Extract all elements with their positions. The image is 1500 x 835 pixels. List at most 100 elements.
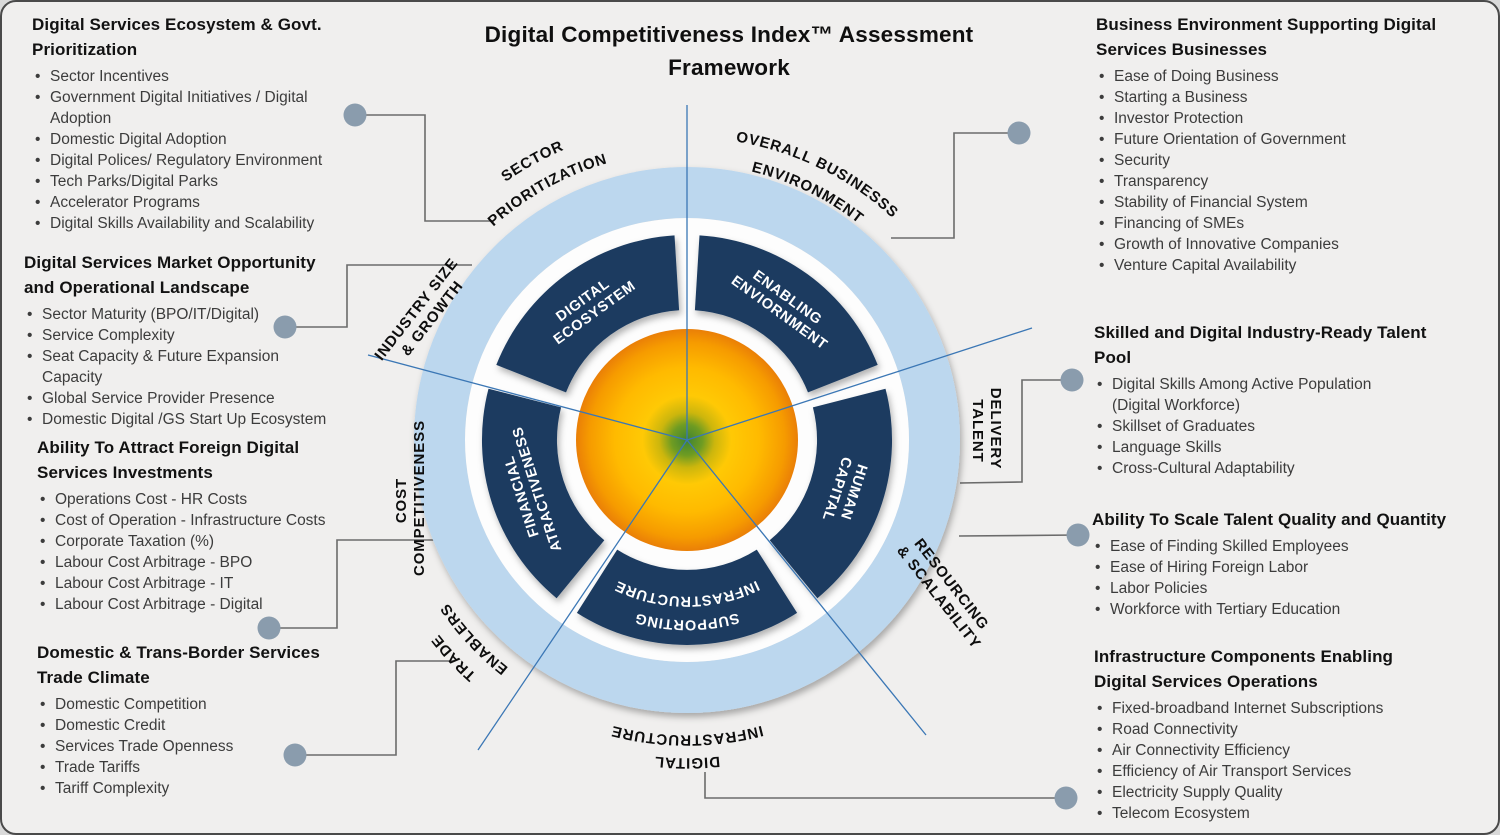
callout-list: Sector Maturity (BPO/IT/Digital) Service… [24, 304, 384, 430]
list-item: Government Digital Initiatives / Digital… [32, 87, 392, 129]
list-item: Fixed-broadband Internet Subscriptions [1094, 698, 1494, 719]
list-item: Domestic Credit [37, 715, 387, 736]
connector-line [891, 132, 1019, 239]
ring-label-digital-infrastructure: DIGITAL [653, 753, 720, 772]
connector-dot [257, 616, 281, 640]
callout-list: Operations Cost - HR Costs Cost of Opera… [37, 489, 397, 615]
list-item: Sector Incentives [32, 66, 392, 87]
spoke-line [367, 354, 688, 441]
connector-dot [1066, 523, 1090, 547]
connector-line [959, 379, 1072, 484]
list-item: Ease of Finding Skilled Employees [1092, 536, 1497, 557]
spoke-line [686, 327, 1033, 441]
list-item: Trade Tariffs [37, 757, 387, 778]
list-item: Future Orientation of Government [1096, 129, 1491, 150]
list-item: Labour Cost Arbitrage - IT [37, 573, 397, 594]
pillar-segments [481, 235, 893, 645]
callout-list: Domestic Competition Domestic Credit Ser… [37, 694, 387, 799]
ring-label-line: COST [393, 478, 410, 523]
list-item: Investor Protection [1096, 108, 1491, 129]
list-item: Starting a Business [1096, 87, 1491, 108]
callout-heading: Infrastructure Components Enabling Digit… [1094, 647, 1394, 691]
callout-market-opportunity: Digital Services Market Opportunity and … [24, 250, 384, 430]
list-item: Digital Skills Among Active Population (… [1094, 374, 1494, 416]
list-item: Accelerator Programs [32, 192, 392, 213]
callout-business-environment: Business Environment Supporting Digital … [1096, 12, 1491, 276]
list-item: Security [1096, 150, 1491, 171]
callout-heading: Digital Services Market Opportunity and … [24, 253, 316, 297]
list-item: Workforce with Tertiary Education [1092, 599, 1497, 620]
list-item: Tariff Complexity [37, 778, 387, 799]
callout-infrastructure-components: Infrastructure Components Enabling Digit… [1094, 644, 1494, 824]
callout-list: Digital Skills Among Active Population (… [1094, 374, 1494, 479]
list-item: Service Complexity [24, 325, 384, 346]
list-item: Language Skills [1094, 437, 1494, 458]
list-item: Digital Polices/ Regulatory Environment [32, 150, 392, 171]
page-title: Digital Competitiveness Index™ Assessmen… [484, 22, 974, 80]
list-item: Corporate Taxation (%) [37, 531, 397, 552]
connector-line [958, 534, 1079, 537]
ring-label-digital-infrastructure-2: INFRASTRUCTURE [609, 722, 765, 748]
callout-scale-talent: Ability To Scale Talent Quality and Quan… [1092, 507, 1497, 620]
list-item: Telecom Ecosystem [1094, 803, 1494, 824]
segment-label-line: SUPPORTING [633, 609, 740, 632]
list-item: Domestic Digital /GS Start Up Ecosystem [24, 409, 384, 430]
list-item: Domestic Digital Adoption [32, 129, 392, 150]
ring-label-line: TALENT [969, 399, 986, 462]
connector-dot [1007, 121, 1031, 145]
callout-heading: Skilled and Digital Industry-Ready Talen… [1094, 323, 1427, 367]
connector-dot [1054, 786, 1078, 810]
list-item: Tech Parks/Digital Parks [32, 171, 392, 192]
callout-list: Fixed-broadband Internet Subscriptions R… [1094, 698, 1494, 824]
list-item: Labor Policies [1092, 578, 1497, 599]
list-item: Ease of Hiring Foreign Labor [1092, 557, 1497, 578]
list-item: Electricity Supply Quality [1094, 782, 1494, 803]
callout-heading: Ability To Scale Talent Quality and Quan… [1092, 510, 1447, 529]
list-item: Labour Cost Arbitrage - BPO [37, 552, 397, 573]
connector-dot [1060, 368, 1084, 392]
list-item: Efficiency of Air Transport Services [1094, 761, 1494, 782]
list-item: Services Trade Openness [37, 736, 387, 757]
ring-label-cost-competitiveness: COST COMPETITIVENESS [393, 420, 428, 576]
ring-label-line: DELIVERY [987, 388, 1004, 469]
list-item: Seat Capacity & Future Expansion Capacit… [24, 346, 384, 388]
list-item: Domestic Competition [37, 694, 387, 715]
spoke-line [477, 439, 688, 751]
list-item: Transparency [1096, 171, 1491, 192]
list-item: Ease of Doing Business [1096, 66, 1491, 87]
list-item: Global Service Provider Presence [24, 388, 384, 409]
list-item: Growth of Innovative Companies [1096, 234, 1491, 255]
list-item: Stability of Financial System [1096, 192, 1491, 213]
callout-list: Ease of Doing Business Starting a Busine… [1096, 66, 1491, 276]
list-item: Operations Cost - HR Costs [37, 489, 397, 510]
segment-supporting-infrastructure [576, 549, 798, 645]
callout-heading: Business Environment Supporting Digital … [1096, 15, 1437, 59]
list-item: Skillset of Graduates [1094, 416, 1494, 437]
ring-label-line: INFRASTRUCTURE [609, 722, 764, 748]
ring-label-line: DIGITAL [653, 753, 719, 772]
list-item: Labour Cost Arbitrage - Digital [37, 594, 397, 615]
spoke-line [686, 439, 927, 736]
list-item: Cost of Operation - Infrastructure Costs [37, 510, 397, 531]
segment-human-capital [769, 388, 893, 599]
list-item: Air Connectivity Efficiency [1094, 740, 1494, 761]
callout-talent-pool: Skilled and Digital Industry-Ready Talen… [1094, 320, 1494, 479]
callout-heading: Domestic & Trans-Border Services Trade C… [37, 643, 320, 687]
callout-heading: Ability To Attract Foreign Digital Servi… [37, 438, 300, 482]
list-item: Road Connectivity [1094, 719, 1494, 740]
segment-enabling-environment [694, 235, 878, 393]
segment-digital-ecosystem [496, 235, 680, 393]
segment-label-supporting-infrastructure: SUPPORTING [633, 609, 741, 632]
callout-trade-climate: Domestic & Trans-Border Services Trade C… [37, 640, 387, 799]
callout-list: Ease of Finding Skilled Employees Ease o… [1092, 536, 1497, 620]
list-item: Digital Skills Availability and Scalabil… [32, 213, 392, 234]
callout-digital-services-ecosystem: Digital Services Ecosystem & Govt. Prior… [32, 12, 392, 234]
ring-label-line: COMPETITIVENESS [411, 420, 428, 576]
ring-label-delivery-talent: DELIVERY TALENT [969, 388, 1004, 474]
callout-list: Sector Incentives Government Digital Ini… [32, 66, 392, 234]
list-item: Venture Capital Availability [1096, 255, 1491, 276]
callout-heading: Digital Services Ecosystem & Govt. Prior… [32, 15, 322, 59]
segment-financial-attractiveness [481, 388, 605, 599]
